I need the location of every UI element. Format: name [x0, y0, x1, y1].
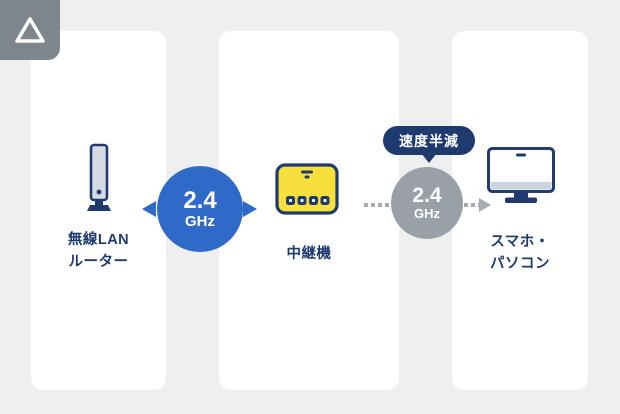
client-label: スマホ・ パソコン — [452, 231, 588, 275]
monitor-icon — [486, 146, 556, 206]
band-circle-degraded: 2.4 GHz — [391, 167, 463, 239]
band-value: 2.4 — [412, 184, 442, 207]
router-label: 無線LAN ルーター — [31, 229, 166, 273]
band-unit: GHz — [185, 212, 215, 230]
triangle-logo-icon — [15, 17, 45, 43]
wireless-router-icon — [83, 141, 115, 213]
speed-badge-tail — [421, 153, 437, 163]
dashed-arrow-icon — [479, 198, 491, 212]
dashed-link-left — [364, 203, 391, 207]
band-circle-primary: 2.4 GHz — [157, 166, 243, 252]
label-line: パソコン — [490, 256, 550, 272]
label-line: 無線LAN — [67, 232, 130, 248]
repeater-icon — [274, 162, 340, 216]
repeater-label: 中継機 — [219, 243, 399, 265]
label-line: ルーター — [68, 254, 129, 270]
label-line: 中継機 — [286, 246, 332, 262]
panel-client — [452, 31, 588, 390]
label-line: スマホ・ — [490, 234, 550, 250]
brand-corner-badge — [0, 0, 60, 60]
arrow-left-icon — [142, 201, 156, 217]
band-unit: GHz — [414, 206, 440, 221]
band-value: 2.4 — [183, 186, 217, 214]
speed-badge-text: 速度半減 — [399, 132, 459, 149]
arrow-right-icon — [243, 201, 257, 217]
speed-badge: 速度半減 — [383, 126, 475, 155]
dashed-link-right — [464, 203, 479, 207]
